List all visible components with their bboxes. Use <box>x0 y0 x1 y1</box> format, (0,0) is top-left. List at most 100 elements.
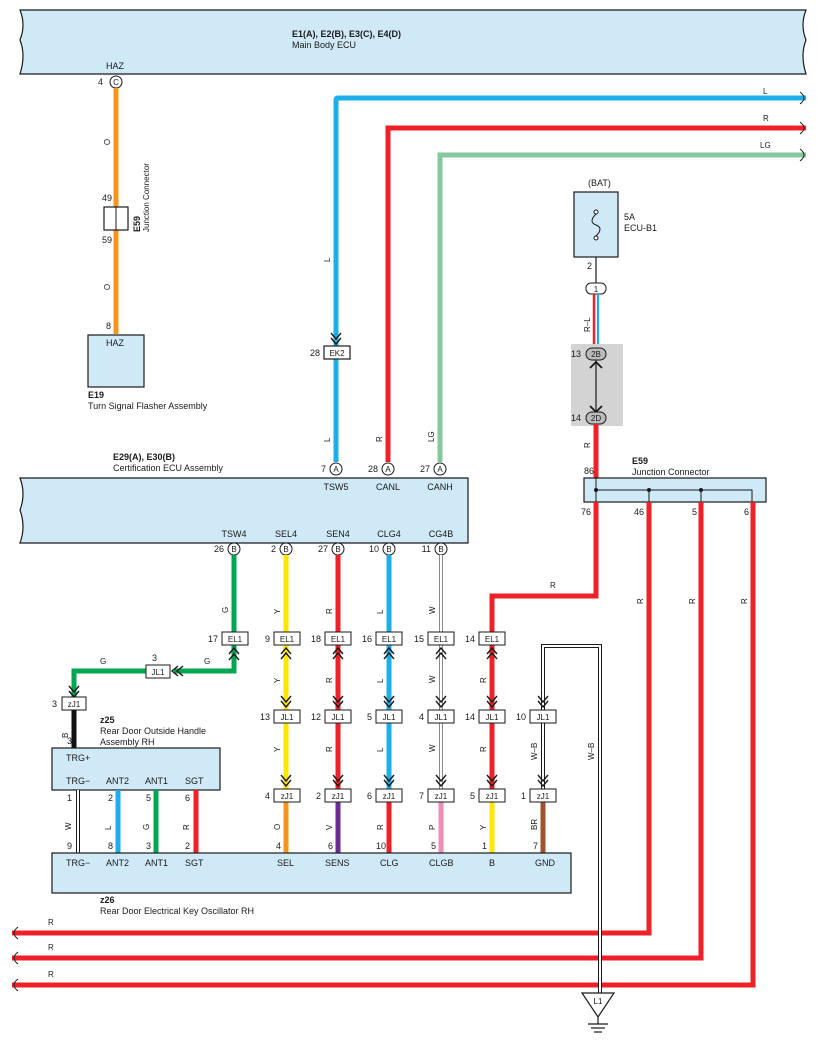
z26-pin-6: 6 <box>328 841 333 851</box>
cert-top-pin-1: 7 <box>321 464 326 474</box>
el1-name-1: EL1 <box>228 635 243 644</box>
wl-w2: W <box>428 675 437 683</box>
wl-r3: R <box>479 677 488 683</box>
zj1-pin-6: 1 <box>521 791 526 801</box>
wl-r2: R <box>325 677 334 683</box>
fuse-pin-out: 2 <box>587 261 592 271</box>
red-wire-5 <box>12 502 704 961</box>
e19-turn-signal-flasher: HAZ <box>87 334 145 388</box>
el1-pin-2: 9 <box>265 634 270 644</box>
green-wire-to-zj1 <box>71 668 146 697</box>
fuse-name: ECU-B1 <box>624 223 657 233</box>
wire-label-o-1: O <box>103 139 112 145</box>
z26-label-6: SENS <box>325 858 350 868</box>
zj1-pin-3: 6 <box>367 791 372 801</box>
wl-o: O <box>273 824 282 830</box>
connector-2b-name: 2B <box>591 350 601 359</box>
z25-name-line1: Rear Door Outside Handle <box>100 726 206 736</box>
cert-bottom-pin-3: 27 <box>318 544 328 554</box>
cert-bottom-label-2: SEL4 <box>275 529 297 539</box>
e19-code: E19 <box>88 390 104 400</box>
lgreen-wire-canh <box>437 152 806 462</box>
e19-name: Turn Signal Flasher Assembly <box>88 401 208 411</box>
jl1-name-4: JL1 <box>435 713 448 722</box>
cert-ecu-name: Certification ECU Assembly <box>113 463 224 473</box>
cert-bottom-pin-1: 26 <box>214 544 224 554</box>
z25-label-sgt: SGT <box>185 776 204 786</box>
jl1-name-3: JL1 <box>383 713 396 722</box>
el1-name-5: EL1 <box>434 635 449 644</box>
zj1-connector-row: zJ1 4 zJ1 2 zJ1 6 zJ1 7 zJ1 5 zJ1 1 <box>265 774 557 803</box>
cert-bottom-label-5: CG4B <box>429 529 454 539</box>
zj1-name-5: zJ1 <box>486 792 499 801</box>
wire-label-r-b3: R <box>48 970 54 979</box>
main-body-ecu-pin: 4 <box>98 77 103 87</box>
z26-label-3: ANT1 <box>145 858 168 868</box>
bat-connector <box>585 282 607 295</box>
jl1-name-6: JL1 <box>537 713 550 722</box>
z26-label-1: TRG− <box>66 858 90 868</box>
wire-label-r-b1: R <box>48 918 54 927</box>
bat-label: (BAT) <box>588 178 611 188</box>
z26-label-4: SGT <box>185 858 204 868</box>
z26-pin-2: 8 <box>108 841 113 851</box>
e59-right-code: E59 <box>632 456 648 466</box>
e59-top-name: Junction Connector <box>142 163 151 232</box>
jl1-name-1: JL1 <box>281 713 294 722</box>
ground-label: L1 <box>594 997 603 1006</box>
el1-connector-row: EL1 17 EL1 9 EL1 18 EL1 16 EL1 15 EL1 14 <box>208 631 506 661</box>
jl1-pin-4: 4 <box>419 712 424 722</box>
wl-l2: L <box>376 678 385 683</box>
zj1-name-6: zJ1 <box>537 792 550 801</box>
z25-pin-6: 6 <box>185 793 190 803</box>
wb-wire-outline <box>541 644 602 993</box>
jl1-pin-1: 13 <box>260 712 270 722</box>
wl-w-trg: W <box>64 822 73 830</box>
z25-name-line2: Assembly RH <box>100 737 155 747</box>
jl1-pin-5: 14 <box>465 712 475 722</box>
zj1-pin-4: 7 <box>419 791 424 801</box>
ek2-pin: 28 <box>310 348 320 358</box>
connector-2b-pin: 13 <box>571 349 581 359</box>
z25-trg-plus: TRG+ <box>66 753 90 763</box>
wire-label-r-vert: R <box>375 436 384 442</box>
z26-label-10: GND <box>535 858 556 868</box>
main-body-ecu-name: Main Body ECU <box>292 40 356 50</box>
zj1-left-pin: 3 <box>52 699 57 709</box>
z26-name: Rear Door Electrical Key Oscillator RH <box>100 906 254 916</box>
wire-label-r-5: R <box>688 598 697 604</box>
z25-pin-1: 1 <box>67 793 72 803</box>
wire-label-g-3: G <box>100 657 106 666</box>
z25-pin-top: 3 <box>67 736 72 746</box>
zj1-left-connector: zJ1 3 <box>52 685 87 711</box>
cert-ecu-top-pins: A A A 7 28 27 <box>321 462 447 476</box>
cert-top-conn-1: A <box>333 465 339 474</box>
zj1-name-4: zJ1 <box>435 792 448 801</box>
e59-top-pin-top: 49 <box>102 193 112 203</box>
wire-label-l-vert: L <box>323 257 332 262</box>
z25-rear-door-outside-handle: TRG+ TRG− ANT2 ANT1 SGT <box>51 747 221 791</box>
z26-label-5: SEL <box>277 858 294 868</box>
haz-pin-label: HAZ <box>106 61 125 71</box>
wire-label-rl: R–L <box>583 317 592 332</box>
z26-pin-9: 1 <box>482 841 487 851</box>
wl-y1: Y <box>273 608 282 614</box>
cert-bottom-pin-4: 10 <box>369 544 379 554</box>
wl-y2: Y <box>273 677 282 683</box>
wire-label-r-b2: R <box>48 943 54 952</box>
z26-code: z26 <box>100 895 115 905</box>
z26-rear-door-key-oscillator: TRG− ANT2 ANT1 SGT SEL SENS CLG CLGB B G… <box>51 852 572 894</box>
wire-label-l-vert2: L <box>323 437 332 442</box>
connector-2d-name: 2D <box>591 414 601 423</box>
e59-junction-top: 49 59 E59 Junction Connector <box>102 163 151 245</box>
cert-top-label-2: CANL <box>376 482 400 492</box>
cert-ecu-bottom-pins: B B B B B 26 2 27 10 11 <box>214 542 448 556</box>
wl-r1: R <box>325 608 334 614</box>
cert-bottom-conn-5: B <box>438 545 443 554</box>
wire-label-g-1: G <box>221 607 230 613</box>
zj1-pin-2: 2 <box>316 791 321 801</box>
jl1-connector-row: JL1 13 JL1 12 JL1 5 JL1 4 JL1 14 JL1 10 <box>260 695 557 724</box>
wl-l3: L <box>376 747 385 752</box>
jl1-pin-3: 5 <box>367 712 372 722</box>
cert-top-conn-2: A <box>385 465 391 474</box>
